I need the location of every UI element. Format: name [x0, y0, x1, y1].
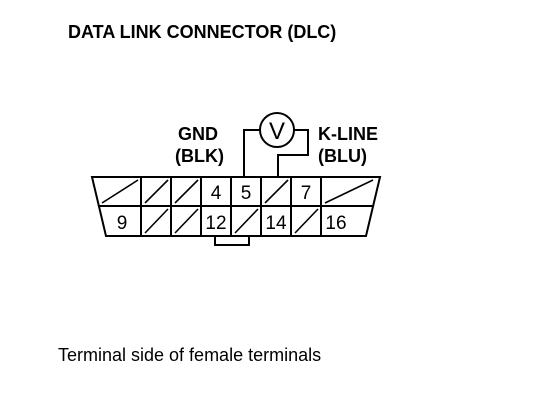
hatch-unused-pin-2	[144, 179, 169, 204]
hatch-unused-pin-6	[264, 179, 289, 204]
hatch-unused-pin-11	[174, 208, 199, 234]
pin-7-label: 7	[301, 183, 312, 204]
hatch-unused-pin-13	[234, 208, 259, 234]
pin-14-label: 14	[265, 213, 287, 234]
pin-12-label: 12	[205, 213, 226, 234]
pin-5-label: 5	[241, 183, 252, 204]
voltmeter: V	[259, 112, 295, 148]
hatch-unused-pin-10	[144, 208, 169, 234]
gnd-color-label: (BLK)	[175, 146, 224, 166]
gnd-label: GND	[178, 124, 218, 144]
pin-9-label: 9	[117, 213, 128, 234]
k-line-label: K-LINE	[318, 124, 378, 144]
diagram-title: DATA LINK CONNECTOR (DLC)	[68, 22, 336, 42]
hatch-unused-pin-1	[101, 179, 139, 204]
connector-outline	[90, 176, 382, 237]
hatch-unused-pin-15	[294, 208, 319, 234]
connector-body: 4 5 7 9 12 14 16	[90, 176, 382, 237]
pin-4-label: 4	[211, 183, 222, 204]
pin-16-label: 16	[325, 213, 346, 234]
voltmeter-symbol: V	[269, 118, 285, 145]
hatch-unused-pin-3	[174, 179, 199, 204]
diagram-caption: Terminal side of female terminals	[58, 345, 321, 365]
connector-key-tab	[214, 235, 250, 246]
k-line-probe-wire	[277, 129, 309, 178]
k-line-color-label: (BLU)	[318, 146, 367, 166]
gnd-probe-wire	[243, 129, 260, 178]
hatch-unused-pin-8	[324, 179, 374, 204]
